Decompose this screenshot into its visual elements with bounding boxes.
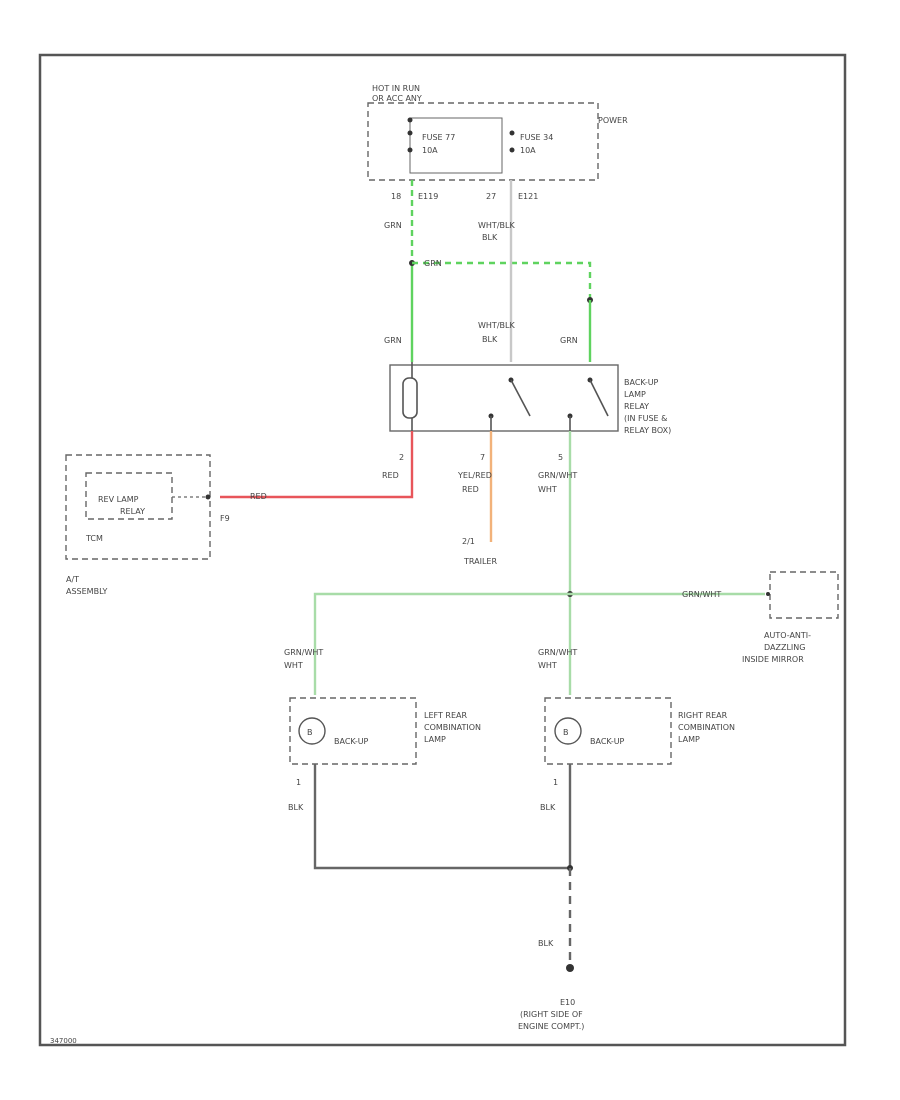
tcm: REV LAMP RELAY TCM F9 A/T ASSEMBLY bbox=[65, 454, 230, 596]
wht-blk-top-label: WHT/BLK bbox=[478, 221, 515, 230]
fuse-box-power-label: POWER bbox=[598, 116, 628, 125]
at-assembly-label-2: ASSEMBLY bbox=[66, 587, 107, 596]
fuse-conn-e119: E119 bbox=[418, 192, 438, 201]
grn-wht-left-label-2: WHT bbox=[284, 661, 303, 670]
tcm-module-label: TCM bbox=[85, 534, 103, 543]
relay-label-line-5: RELAY BOX) bbox=[624, 426, 671, 435]
ground-label-2: ENGINE COMPT.) bbox=[518, 1022, 584, 1031]
red-wire bbox=[220, 431, 414, 499]
fuse-77-rating: 10A bbox=[422, 146, 438, 155]
left-lamp-label-3: LAMP bbox=[424, 735, 446, 744]
fuse-box-hot-label-2: OR ACC ANY bbox=[372, 94, 422, 103]
red-pin-label: 2 bbox=[399, 453, 404, 462]
ground-point bbox=[566, 964, 574, 972]
tcm-inner-label-2: RELAY bbox=[120, 507, 145, 516]
right-rear-combination-lamp: B BACK-UP RIGHT REAR COMBINATION LAMP bbox=[544, 697, 735, 765]
at-assembly-label-1: A/T bbox=[66, 575, 79, 584]
fuse-77-label: FUSE 77 bbox=[422, 133, 455, 142]
ground-label-1: (RIGHT SIDE OF bbox=[520, 1010, 583, 1019]
trailer-conn-label: 2/1 bbox=[462, 537, 475, 546]
wht-blk-relay-label-2: BLK bbox=[482, 335, 498, 344]
wht-blk-top-label-2: BLK bbox=[482, 233, 498, 242]
mirror-label-1: AUTO-ANTI- bbox=[764, 631, 811, 640]
red-wire-label: RED bbox=[250, 492, 267, 501]
tcm-pin-label: F9 bbox=[220, 514, 230, 523]
grn-wht-label-2: WHT bbox=[538, 485, 557, 494]
diagram-id: 347000 bbox=[50, 1037, 77, 1045]
right-lamp-bulb-symbol: B bbox=[563, 728, 569, 737]
right-lamp-label-1: RIGHT REAR bbox=[678, 711, 728, 720]
grn-relay-left-label: GRN bbox=[384, 336, 402, 345]
blk-left-wire bbox=[313, 764, 570, 870]
auto-dimming-mirror: AUTO-ANTI- DAZZLING INSIDE MIRROR bbox=[742, 571, 839, 664]
grn-wht-left-label: GRN/WHT bbox=[284, 648, 323, 657]
grn-wht-label: GRN/WHT bbox=[538, 471, 577, 480]
yel-red-label: YEL/RED bbox=[457, 471, 492, 480]
blk-right-pin: 1 bbox=[553, 778, 558, 787]
mirror-label-3: INSIDE MIRROR bbox=[742, 655, 804, 664]
blk-ground-label: BLK bbox=[538, 939, 554, 948]
yel-pin-label: 7 bbox=[480, 453, 485, 462]
right-lamp-label-2: COMBINATION bbox=[678, 723, 735, 732]
grn-relay-right-label: GRN bbox=[560, 336, 578, 345]
right-lamp-label-3: LAMP bbox=[678, 735, 700, 744]
fuse-34-rating: 10A bbox=[520, 146, 536, 155]
right-lamp-bulb-label: BACK-UP bbox=[590, 737, 625, 746]
left-lamp-label-1: LEFT REAR bbox=[424, 711, 467, 720]
diagram-frame bbox=[38, 53, 847, 1047]
fuse-pin-27: 27 bbox=[486, 192, 496, 201]
relay-label-line-4: (IN FUSE & bbox=[624, 414, 667, 423]
grn-wht-pin-label: 5 bbox=[558, 453, 563, 462]
back-up-lamp-relay: BACK-UP LAMP RELAY (IN FUSE & RELAY BOX) bbox=[389, 362, 671, 435]
fuse-pin-18: 18 bbox=[391, 192, 401, 201]
red-label: RED bbox=[382, 471, 399, 480]
wht-blk-relay-label: WHT/BLK bbox=[478, 321, 515, 330]
left-rear-combination-lamp: B BACK-UP LEFT REAR COMBINATION LAMP bbox=[289, 697, 481, 765]
grn-wht-right-label: GRN/WHT bbox=[538, 648, 577, 657]
fuse-conn-e121: E121 bbox=[518, 192, 538, 201]
left-lamp-bulb-symbol: B bbox=[307, 728, 313, 737]
ground-id: E10 bbox=[560, 998, 575, 1007]
left-lamp-label-2: COMBINATION bbox=[424, 723, 481, 732]
grn-wht-left-branch bbox=[313, 592, 570, 695]
tcm-inner-label-1: REV LAMP bbox=[98, 495, 139, 504]
fuse-34-label: FUSE 34 bbox=[520, 133, 553, 142]
grn-splice-label: GRN bbox=[424, 259, 442, 268]
fuse-box: HOT IN RUN OR ACC ANY POWER FUSE 77 10A … bbox=[367, 84, 628, 201]
relay-label-line-2: LAMP bbox=[624, 390, 646, 399]
blk-left-pin: 1 bbox=[296, 778, 301, 787]
left-lamp-bulb-label: BACK-UP bbox=[334, 737, 369, 746]
grn-wht-right-label-2: WHT bbox=[538, 661, 557, 670]
grn-top-label: GRN bbox=[384, 221, 402, 230]
relay-label-line-1: BACK-UP bbox=[624, 378, 659, 387]
grn-splice-wire bbox=[412, 261, 592, 300]
relay-label-line-3: RELAY bbox=[624, 402, 649, 411]
trailer-label: TRAILER bbox=[463, 557, 497, 566]
grn-wht-branch-label: GRN/WHT bbox=[682, 590, 721, 599]
blk-left-label: BLK bbox=[288, 803, 304, 812]
fuse-box-hot-label: HOT IN RUN bbox=[372, 84, 420, 93]
yel-red-label-2: RED bbox=[462, 485, 479, 494]
blk-right-label: BLK bbox=[540, 803, 556, 812]
mirror-label-2: DAZZLING bbox=[764, 643, 805, 652]
